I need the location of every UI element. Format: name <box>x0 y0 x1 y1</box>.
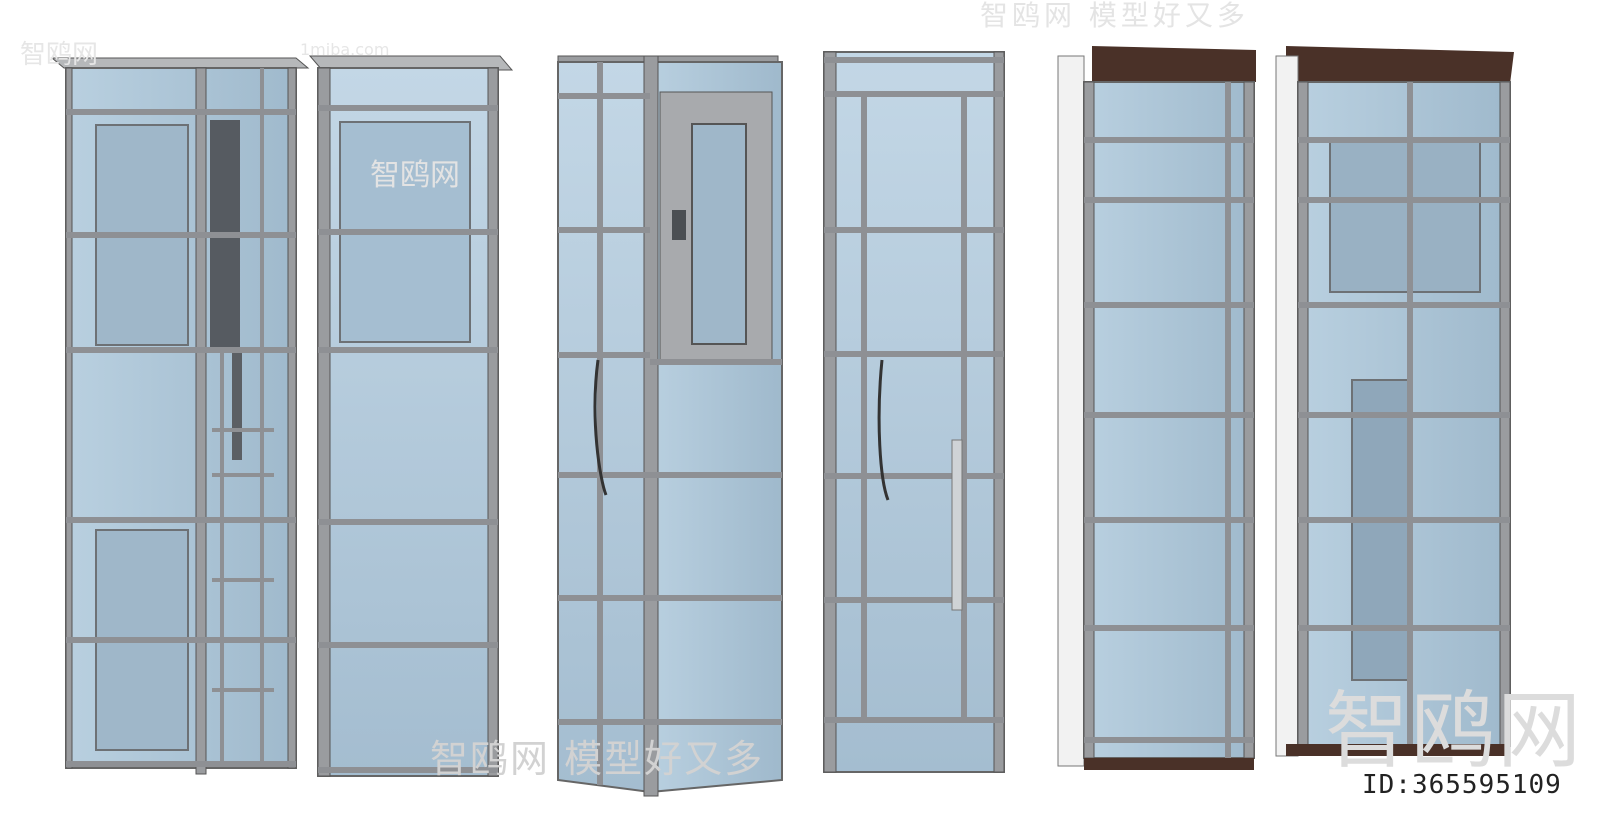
elevator-6 <box>1275 46 1514 757</box>
watermark-middle: 智鸥网 <box>370 158 460 193</box>
watermark-big: 智鸥网 <box>1325 682 1584 780</box>
elevator-5 <box>1057 46 1256 770</box>
model-id-label: ID:365595109 <box>1362 770 1562 800</box>
elevator-3 <box>557 55 783 797</box>
watermark-top-left: 智鸥网 <box>20 40 99 70</box>
watermark-top: 智鸥网 模型好又多 <box>980 0 1249 32</box>
elevator-2 <box>308 55 514 777</box>
elevator-1 <box>50 57 310 775</box>
watermark-url: 1miba.com <box>300 40 390 59</box>
elevator-4 <box>823 51 1005 773</box>
watermark-bottom: 智鸥网 模型好又多 <box>430 737 765 781</box>
